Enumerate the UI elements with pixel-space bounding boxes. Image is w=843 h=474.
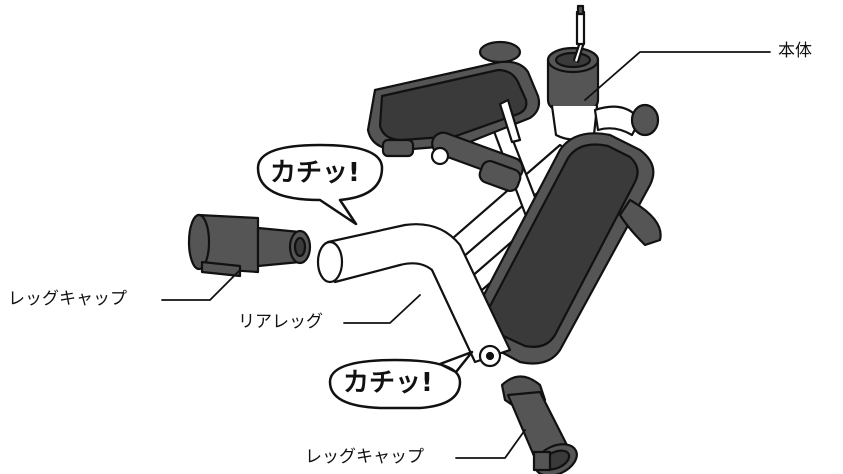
label-main-body: 本体	[778, 41, 812, 61]
cross-bar	[430, 98, 524, 193]
front-pedal	[473, 132, 662, 365]
label-rear-leg: リアレッグ	[238, 312, 323, 332]
rear-pedal	[366, 40, 541, 158]
leg-cap-bottom	[500, 375, 578, 474]
click-callout-upper: カチッ!	[270, 158, 360, 188]
leader-lines	[161, 51, 771, 459]
label-leg-cap-left: レッグキャップ	[8, 289, 127, 309]
leg-cap-left	[187, 213, 312, 278]
main-body-cylinder	[546, 4, 660, 141]
rear-leg-tube	[316, 223, 512, 368]
label-leg-cap-bottom: レッグキャップ	[305, 447, 424, 467]
click-bubble-upper	[256, 143, 384, 226]
click-callout-lower: カチッ!	[343, 368, 433, 398]
click-bubble-lower	[328, 350, 474, 410]
